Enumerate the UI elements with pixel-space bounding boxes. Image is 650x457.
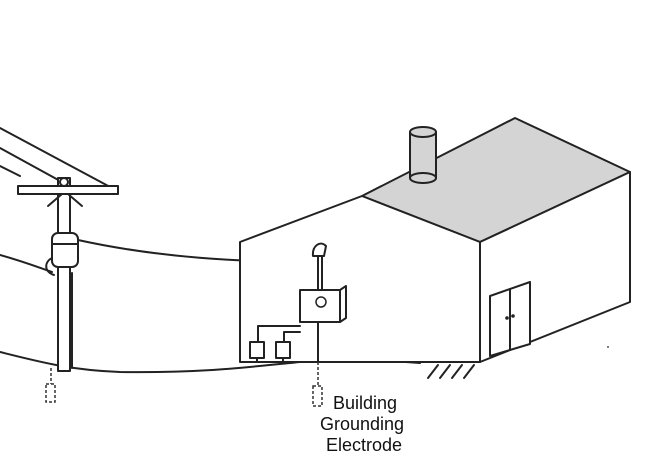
caption-line-electrode: Electrode — [326, 435, 403, 455]
caption-line-building: Building — [333, 393, 398, 413]
disconnect-boxes — [249, 325, 301, 363]
pole-grounding-electrode — [45, 383, 56, 403]
utility-pole — [17, 177, 119, 372]
side-double-doors — [489, 281, 531, 357]
weatherhead — [311, 242, 327, 291]
pole-transformer — [51, 232, 79, 268]
service-panel — [299, 285, 347, 363]
caption-line-grounding: Grounding — [320, 414, 405, 434]
chimney — [409, 126, 437, 184]
ground-hatch — [427, 364, 475, 379]
building-grounding-electrode — [312, 385, 323, 407]
